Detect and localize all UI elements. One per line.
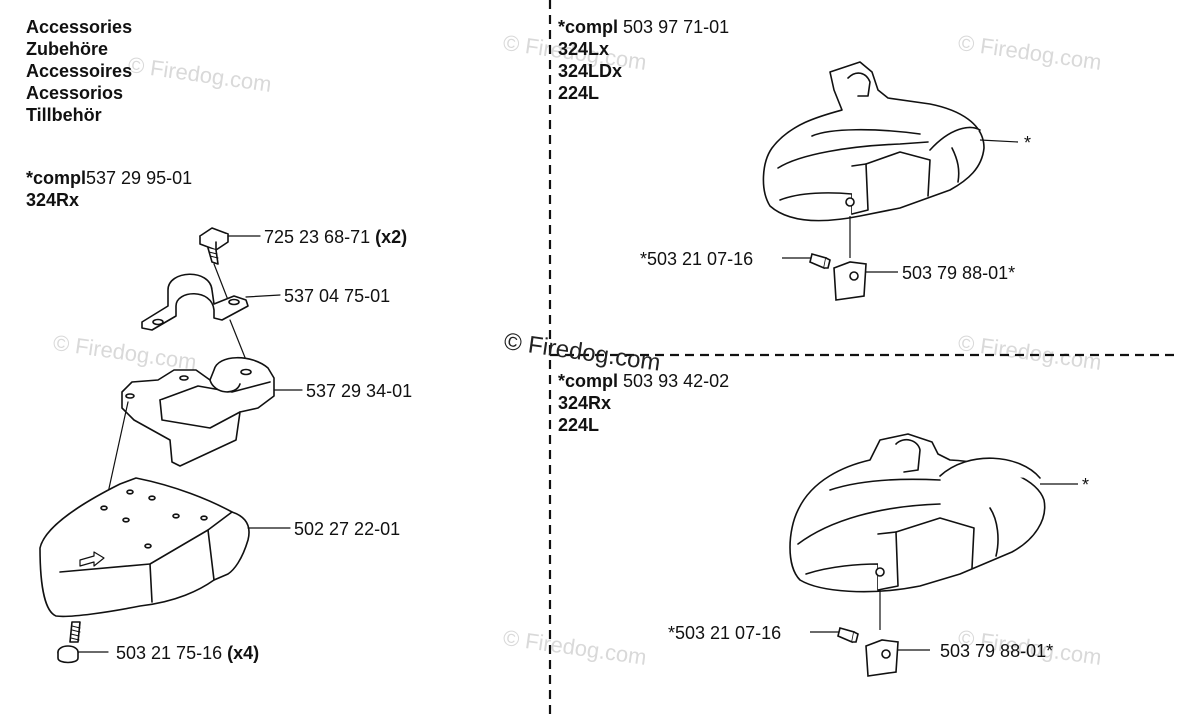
part-label: 537 29 34-01	[306, 380, 412, 402]
part-label: 725 23 68-71 (x2)	[264, 226, 407, 248]
screw-label: *503 21 07-16	[668, 623, 782, 643]
screw-icon	[837, 627, 859, 644]
model-label: 324LDx	[558, 61, 623, 81]
mount-plate	[833, 261, 867, 301]
model-label: 324Lx	[558, 39, 610, 59]
part-number: 503 21 75-16	[116, 643, 223, 663]
part-number: 502 27 22-01	[294, 519, 401, 539]
model-label: 324Rx	[26, 190, 80, 210]
part-number: 537 29 34-01	[306, 381, 413, 401]
part-qty: (x2)	[375, 227, 408, 247]
heading-accessoires: Accessoires	[26, 61, 133, 81]
model-label: 324Rx	[558, 393, 612, 413]
section-dividers	[548, 0, 1180, 714]
part-label: 537 04 75-01	[284, 285, 390, 307]
model-label: 224L	[558, 415, 600, 435]
plate-label: 503 79 88-01*	[940, 641, 1054, 661]
plate-label: 503 79 88-01*	[902, 263, 1016, 283]
compl-line-left: *compl537 29 95-01	[26, 167, 192, 189]
mount-plate	[865, 639, 899, 677]
part-label: 503 21 75-16 (x4)	[116, 642, 259, 664]
compl-prefix: *compl	[558, 17, 619, 37]
part-qty: (x4)	[227, 643, 260, 663]
screw-icon	[57, 621, 81, 664]
heading-acessorios: Acessorios	[26, 83, 124, 103]
clamp-bracket	[141, 273, 249, 331]
compl-number: 503 97 71-01	[623, 17, 730, 37]
compl-number: 503 93 42-02	[623, 371, 730, 391]
compl-number: 537 29 95-01	[86, 168, 193, 188]
screw-icon	[809, 253, 831, 270]
part-label: 502 27 22-01	[294, 518, 400, 540]
part-number: 537 04 75-01	[284, 286, 391, 306]
heading-zubehore: Zubehöre	[26, 39, 109, 59]
guard-bottom-right	[789, 433, 1046, 593]
heading-accessories: Accessories	[26, 17, 133, 37]
guard-top-right	[762, 61, 985, 222]
callout-star: *	[1024, 133, 1032, 153]
compl-prefix: *compl	[26, 168, 87, 188]
part-number: 725 23 68-71	[264, 227, 371, 247]
callout-star: *	[1082, 475, 1090, 495]
compl-line-top-right: *compl 503 97 71-01	[558, 16, 729, 38]
compl-prefix: *compl	[558, 371, 619, 391]
screw-label: *503 21 07-16	[640, 249, 754, 269]
compl-line-bottom-right: *compl 503 93 42-02	[558, 370, 729, 392]
language-headings: Accessories Zubehöre Accessoires Acessor…	[26, 16, 132, 126]
mount-block	[121, 357, 275, 467]
heading-tillbehor: Tillbehör	[26, 105, 102, 125]
trimmer-guard	[39, 477, 250, 618]
model-label: 224L	[558, 83, 600, 103]
bolt-icon	[199, 227, 229, 265]
